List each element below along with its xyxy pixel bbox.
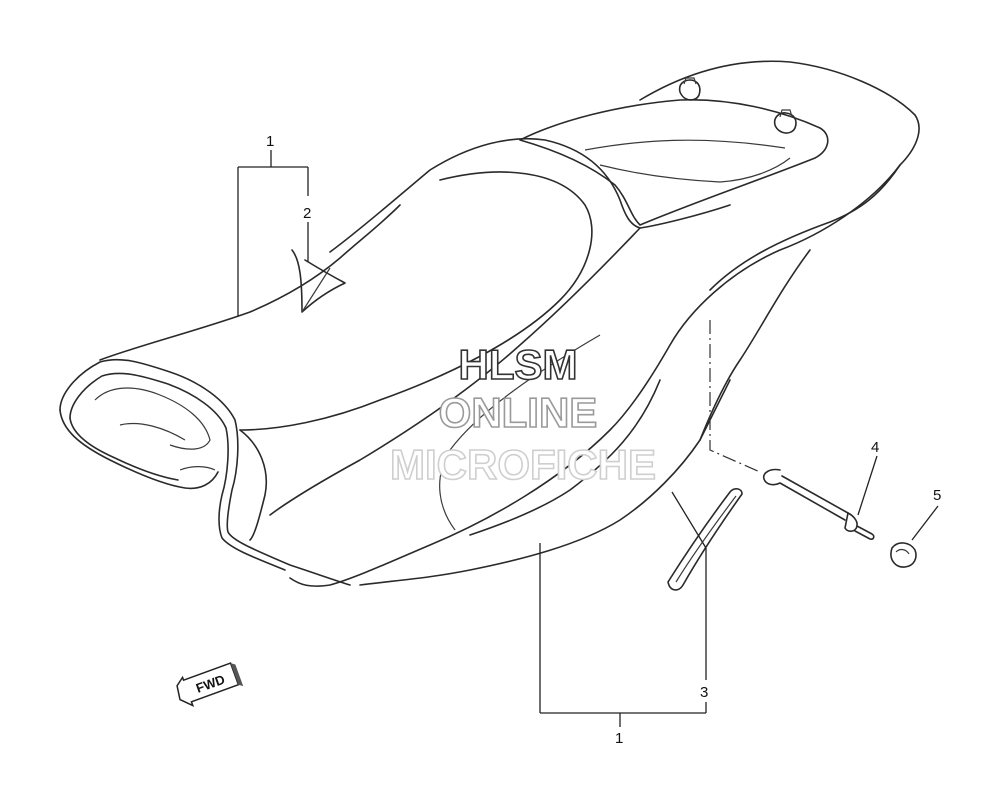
callout-3: 3 [700,684,708,701]
watermark: HLSM ONLINE MICROFICHE [389,340,657,489]
seat-rear-knob-right [773,109,797,134]
part-4-hook [762,468,875,540]
seat-tail-outline [639,60,920,291]
callout-4: 4 [871,439,879,456]
seat-front-section [99,204,401,361]
seat-assembly [59,60,920,587]
watermark-line2: ONLINE [439,389,598,436]
callout-2: 2 [303,205,311,222]
callout-5: 5 [933,487,941,504]
seat-rear-pad [519,98,829,226]
callout-1-bottom: 1 [615,730,623,747]
seat-rear-knob-left [678,77,701,101]
leader-lines [237,150,939,727]
seat-rider-pad [329,137,731,253]
part-3-strap [667,488,743,591]
seat-front-handle [59,358,351,586]
watermark-line3: MICROFICHE [390,441,656,488]
fwd-arrow-icon: FWD [176,662,244,708]
part-5-nut [890,542,917,568]
callout-1-top: 1 [266,133,274,150]
centerline [709,320,761,473]
watermark-line1: HLSM [459,341,578,388]
